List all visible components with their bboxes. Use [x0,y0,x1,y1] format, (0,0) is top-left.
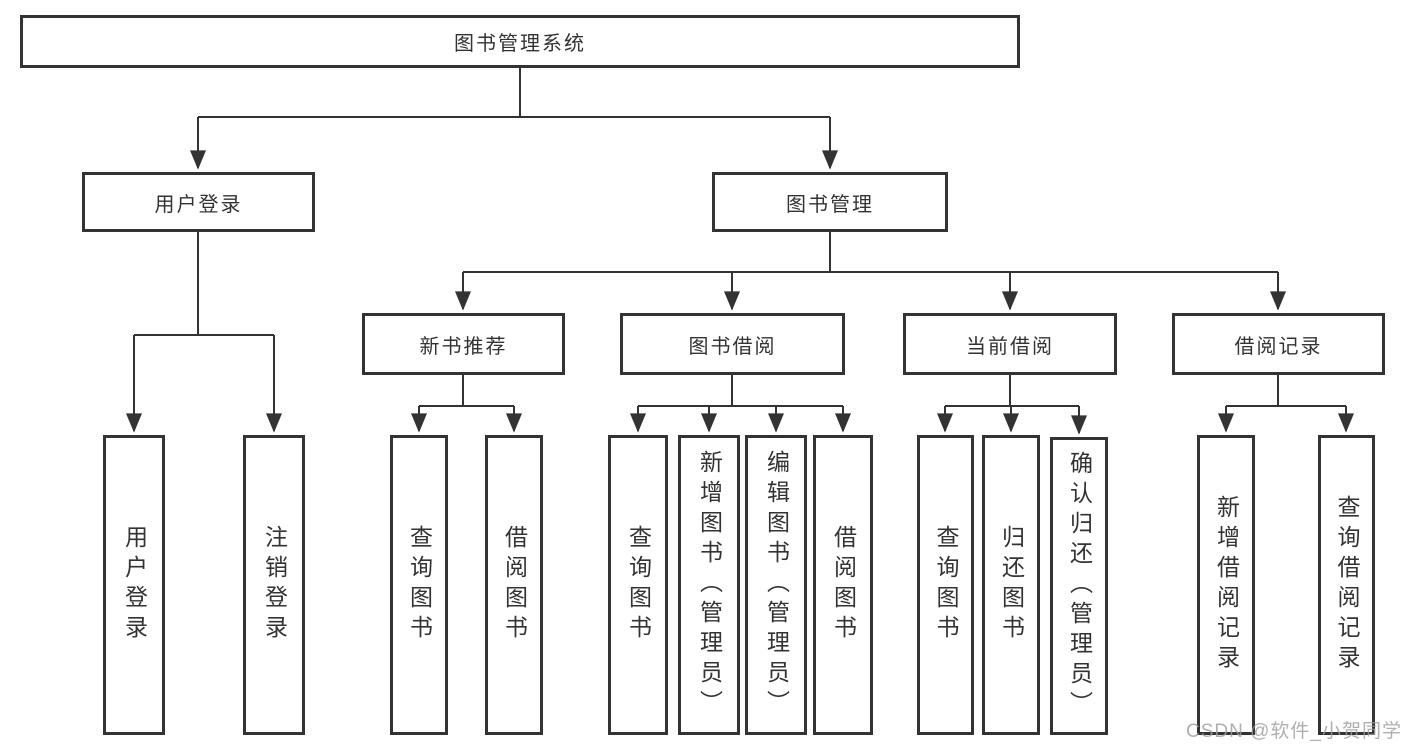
leaf-add-books-admin: 新增图书（管理员） [678,435,740,735]
node-new-book-recommendation: 新书推荐 [362,313,565,375]
leaf-borrow-books: 借阅图书 [485,435,543,735]
connector-userlogin-to-leaves [126,232,282,433]
connector-bookmgmt-to-level3 [455,232,1286,311]
leaf-confirm-return-admin: 确认归还（管理员） [1050,437,1108,735]
leaf-user-login: 用户登录 [103,435,165,735]
connector-borrowrec-to-leaves [1218,375,1354,433]
leaf-edit-books-admin: 编辑图书（管理员） [745,435,807,735]
node-current-borrowing: 当前借阅 [903,313,1117,375]
leaf-query-books: 查询图书 [390,435,448,735]
leaf-add-borrow-record: 新增借阅记录 [1197,435,1255,735]
connector-bookborrow-to-leaves [630,375,851,433]
node-user-login: 用户登录 [82,172,315,232]
connector-curborrow-to-leaves [937,375,1087,435]
connector-root-to-level2 [190,68,838,170]
leaf-query-books: 查询图书 [608,435,668,735]
node-book-management: 图书管理 [712,172,948,232]
leaf-query-borrow-record: 查询借阅记录 [1318,435,1375,735]
csdn-watermark: CSDN @软件_小贺同学 [1186,721,1402,742]
node-library-management-system: 图书管理系统 [20,15,1020,68]
connector-newrec-to-leaves [411,375,522,433]
leaf-logout: 注销登录 [243,435,305,735]
leaf-return-books: 归还图书 [982,435,1040,735]
leaf-borrow-books: 借阅图书 [813,435,873,735]
leaf-query-books: 查询图书 [917,435,974,735]
node-borrowing-records: 借阅记录 [1172,313,1385,375]
node-book-borrowing: 图书借阅 [620,313,845,375]
